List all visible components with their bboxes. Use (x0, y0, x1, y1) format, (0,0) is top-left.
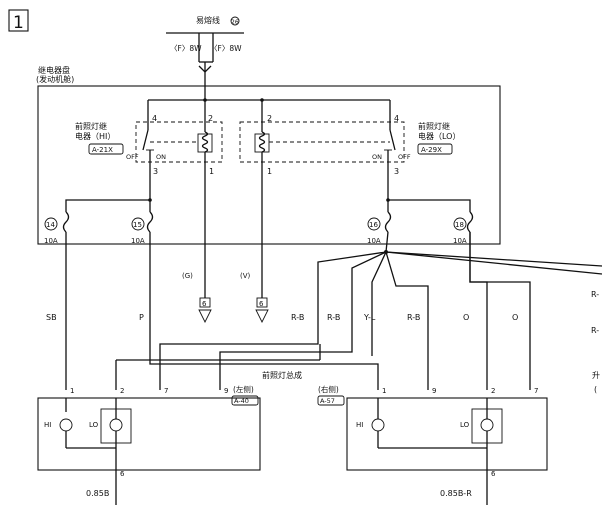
wire-label-o-2: O (512, 313, 518, 322)
wire-label-yl: Y-L (363, 313, 376, 322)
fuse-18: 18 10A (453, 211, 474, 245)
headlamp-left-pin-2: 2 (120, 387, 124, 395)
relay-hi-on: ON (156, 153, 166, 161)
wire-label-p: P (139, 313, 144, 322)
relay-box: 继电器盘 (发动机舱) (36, 65, 501, 245)
headlamp-right-lo: LO (460, 421, 470, 429)
headlamp-right: (右侧) A-57 1 9 2 7 HI LO 6 0.85B-R (317, 384, 548, 505)
fuse-18-rating: 10A (453, 237, 467, 245)
fusible-link-number: 26 (231, 19, 239, 26)
ground-g: (G) 6 (182, 168, 212, 324)
wire-label-edge-2: R- (591, 326, 599, 335)
relay-lo-on: ON (372, 153, 382, 161)
wire-label-rb-2: R-B (327, 313, 340, 322)
relay-lo-label: 前照灯继 (418, 121, 450, 131)
wire-label-edge-4: ( (594, 385, 597, 394)
headlamp-left-pin-9: 9 (224, 387, 228, 395)
fuse-16: 16 10A (367, 211, 392, 245)
headlamp-right-code: A-57 (320, 397, 335, 405)
headlamp-right-pin-6: 6 (491, 470, 496, 478)
relay-lo-code: A-29X (421, 146, 442, 154)
relay-hi-pin-4: 4 (152, 114, 157, 123)
relay-lo-pin-4: 4 (394, 114, 399, 123)
headlamp-right-pin-1: 1 (382, 387, 386, 395)
relay-lo: 前照灯继 电器（LO） A-29X 2 4 1 3 ON OFF (239, 114, 460, 176)
relay-hi: 前照灯继 电器（HI） A-21X 4 2 3 1 OFF ON (75, 114, 223, 176)
fusible-link-wire-left: 〈F〉8W (170, 44, 202, 53)
wire-color-labels: SB P R-B R-B Y-L R-B O O R- R- 升 ( (46, 290, 600, 394)
wire-label-rb-3: R-B (407, 313, 420, 322)
relay-hi-label: 前照灯继 (75, 121, 107, 131)
relay-hi-code: A-21X (92, 146, 113, 154)
wire-label-edge-3: 升 (592, 371, 600, 380)
headlamp-left-pin-6: 6 (120, 470, 125, 478)
fuse-18-number: 18 (455, 221, 464, 229)
battery-bus (147, 98, 391, 118)
page-number: 1 (13, 13, 24, 33)
ground-g-color: (G) (182, 272, 193, 280)
ground-v: (V) 6 (240, 168, 269, 324)
headlamp-right-side: (右侧) (318, 384, 339, 394)
headlamp-title: 前照灯总成 (262, 370, 302, 380)
relay-lo-off: OFF (398, 153, 411, 161)
headlamp-right-pin-9: 9 (432, 387, 436, 395)
wire-label-rb-1: R-B (291, 313, 304, 322)
headlamp-left-pin-1: 1 (70, 387, 74, 395)
fuse-15-number: 15 (133, 221, 142, 229)
wire-label-edge-1: R- (591, 290, 599, 299)
relay-lo-pin-3: 3 (394, 167, 399, 176)
ground-v-color: (V) (240, 272, 251, 280)
headlamp-left-hi: HI (44, 421, 51, 429)
relay-hi-sublabel: 电器（HI） (75, 131, 115, 141)
relay-lo-sublabel: 电器（LO） (418, 131, 460, 141)
ground-g-number: 6 (202, 300, 207, 308)
relay-output-wiring (65, 168, 471, 212)
fuse-16-number: 16 (369, 221, 378, 229)
relay-hi-pin-3: 3 (153, 167, 158, 176)
page-number-box: 1 (8, 9, 29, 33)
headlamp-left-ground-wire: 0.85B (86, 489, 109, 498)
wire-label-sb: SB (46, 313, 57, 322)
headlamp-left-side: (左侧) (233, 384, 254, 394)
fuse-16-rating: 10A (367, 237, 381, 245)
relay-box-sublabel: (发动机舱) (36, 74, 74, 84)
relay-box-label: 继电器盘 (38, 65, 70, 75)
headlamp-right-hi: HI (356, 421, 363, 429)
fuse-15: 15 10A (131, 211, 154, 245)
relay-hi-pin-2: 2 (208, 114, 213, 123)
ground-v-number: 6 (259, 300, 264, 308)
headlamp-left: (左侧) A-40 1 2 7 9 HI LO 6 0.85B (37, 384, 261, 505)
fuse-14-rating: 10A (44, 237, 58, 245)
fuse-15-rating: 10A (131, 237, 145, 245)
relay-lo-pin-2: 2 (267, 114, 272, 123)
headlamp-right-pin-7: 7 (534, 387, 538, 395)
headlamp-left-lo: LO (89, 421, 99, 429)
relay-hi-pin-1: 1 (209, 167, 214, 176)
fusible-link-label: 易熔线 (196, 15, 220, 25)
headlamp-left-pin-7: 7 (164, 387, 168, 395)
relay-hi-off: OFF (126, 153, 139, 161)
fusible-link-wire-right: 〈F〉8W (210, 44, 242, 53)
headlamp-left-code: A-40 (234, 397, 249, 405)
fuse-14: 14 10A (44, 211, 70, 245)
headlamp-right-pin-2: 2 (491, 387, 495, 395)
relay-lo-pin-1: 1 (267, 167, 272, 176)
fuse-14-number: 14 (46, 221, 55, 229)
headlamp-wiring (65, 231, 602, 390)
headlamp-right-ground-wire: 0.85B-R (440, 489, 472, 498)
wire-label-o-1: O (463, 313, 469, 322)
fusible-link: 易熔线 26 〈F〉8W 〈F〉8W (166, 15, 244, 100)
